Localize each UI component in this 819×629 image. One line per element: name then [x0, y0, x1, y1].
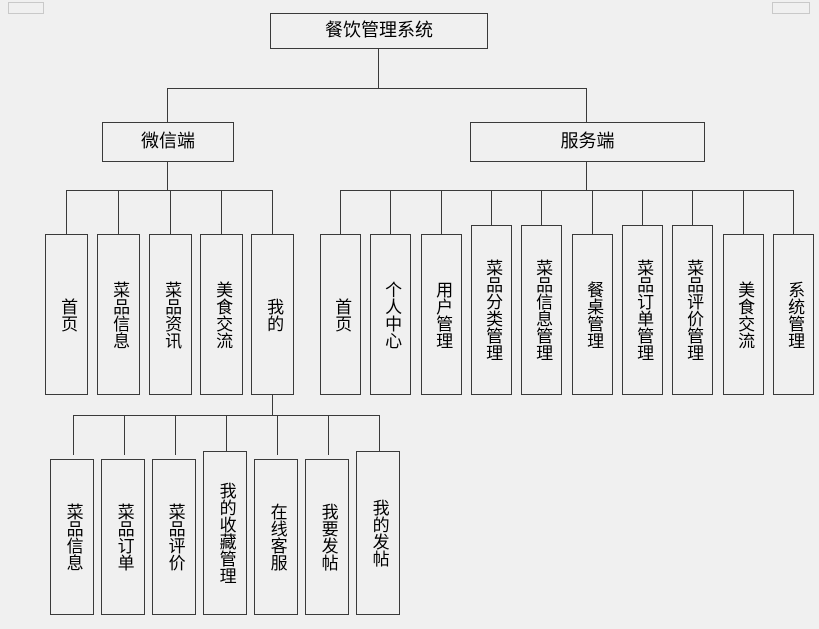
- connector-mine-drop-5: [277, 415, 278, 455]
- connector-server-drop-10: [793, 190, 794, 234]
- connector-wechat-bus: [66, 190, 273, 191]
- node-mine-child-6-label: 我要发帖: [317, 503, 338, 571]
- node-branch-server-label: 服务端: [560, 131, 615, 153]
- connector-wechat-stem: [167, 162, 168, 190]
- node-mine-child-5[interactable]: 在线客服: [254, 459, 298, 615]
- node-wechat-child-3[interactable]: 菜品资讯: [149, 234, 192, 395]
- node-branch-wechat-label: 微信端: [141, 131, 195, 153]
- node-mine-child-3-label: 菜品评价: [164, 503, 185, 571]
- connector-server-drop-6: [592, 190, 593, 234]
- connector-server-drop-8: [692, 190, 693, 234]
- node-server-child-9-label: 美食交流: [734, 280, 755, 349]
- node-server-child-7-label: 菜品订单管理: [633, 259, 654, 361]
- node-server-child-8-label: 菜品评价管理: [683, 259, 704, 361]
- node-server-child-10[interactable]: 系统管理: [773, 234, 814, 395]
- connector-mine-drop-6: [328, 415, 329, 455]
- node-mine-child-1[interactable]: 菜品信息: [50, 459, 94, 615]
- connector-server-bus: [340, 190, 794, 191]
- node-server-child-5-label: 菜品信息管理: [532, 259, 553, 361]
- connector-server-drop-9: [743, 190, 744, 234]
- connector-mine-drop-3: [175, 415, 176, 455]
- node-wechat-child-1-label: 首页: [57, 297, 78, 332]
- connector-server-drop-4: [491, 190, 492, 234]
- node-root[interactable]: 餐饮管理系统: [270, 13, 488, 49]
- node-mine-child-2-label: 菜品订单: [113, 503, 134, 571]
- node-server-child-3[interactable]: 用户管理: [421, 234, 462, 395]
- node-server-child-1[interactable]: 首页: [320, 234, 361, 395]
- node-root-label: 餐饮管理系统: [325, 20, 433, 42]
- connector-mine-drop-1: [73, 415, 74, 455]
- node-server-child-4[interactable]: 菜品分类管理: [471, 225, 512, 395]
- node-server-child-1-label: 首页: [331, 297, 352, 332]
- connector-server-stem: [586, 162, 587, 190]
- node-mine-child-3[interactable]: 菜品评价: [152, 459, 196, 615]
- node-server-child-6-label: 餐桌管理: [583, 280, 604, 349]
- node-server-child-6[interactable]: 餐桌管理: [572, 234, 613, 395]
- node-mine-child-2[interactable]: 菜品订单: [101, 459, 145, 615]
- connector-drop-server: [586, 88, 587, 122]
- crop-mark-top-right: [772, 2, 810, 14]
- node-mine-child-1-label: 菜品信息: [62, 503, 83, 571]
- node-wechat-child-2[interactable]: 菜品信息: [97, 234, 140, 395]
- connector-level1-bus: [167, 88, 587, 89]
- connector-server-drop-2: [390, 190, 391, 234]
- node-branch-server[interactable]: 服务端: [470, 122, 705, 162]
- node-wechat-child-4-label: 美食交流: [212, 280, 233, 349]
- connector-wechat-drop-2: [118, 190, 119, 234]
- node-branch-wechat[interactable]: 微信端: [102, 122, 234, 162]
- node-mine-child-4[interactable]: 我的收藏管理: [203, 451, 247, 615]
- node-mine-child-7-label: 我的发帖: [368, 499, 389, 567]
- node-mine-child-4-label: 我的收藏管理: [215, 482, 236, 584]
- node-server-child-5[interactable]: 菜品信息管理: [521, 225, 562, 395]
- connector-wechat-drop-1: [66, 190, 67, 234]
- connector-wechat-drop-4: [221, 190, 222, 234]
- node-wechat-child-4[interactable]: 美食交流: [200, 234, 243, 395]
- node-wechat-child-5[interactable]: 我的: [251, 234, 294, 395]
- node-wechat-child-1[interactable]: 首页: [45, 234, 88, 395]
- connector-root-stem: [378, 49, 379, 88]
- node-wechat-child-5-label: 我的: [263, 297, 284, 332]
- connector-wechat-drop-5: [272, 190, 273, 234]
- node-server-child-8[interactable]: 菜品评价管理: [672, 225, 713, 395]
- node-server-child-7[interactable]: 菜品订单管理: [622, 225, 663, 395]
- node-wechat-child-2-label: 菜品信息: [109, 280, 130, 349]
- connector-drop-wechat: [167, 88, 168, 122]
- connector-mine-drop-7: [379, 415, 380, 455]
- node-server-child-4-label: 菜品分类管理: [482, 259, 503, 361]
- connector-server-drop-5: [541, 190, 542, 234]
- node-server-child-2-label: 个人中心: [381, 280, 402, 349]
- node-mine-child-7[interactable]: 我的发帖: [356, 451, 400, 615]
- connector-server-drop-3: [441, 190, 442, 234]
- node-server-child-2[interactable]: 个人中心: [370, 234, 411, 395]
- node-server-child-10-label: 系统管理: [784, 280, 805, 349]
- node-server-child-9[interactable]: 美食交流: [723, 234, 764, 395]
- connector-wechat-drop-3: [170, 190, 171, 234]
- connector-mine-drop-4: [226, 415, 227, 455]
- node-mine-child-5-label: 在线客服: [266, 503, 287, 571]
- connector-mine-stem: [272, 395, 273, 415]
- node-mine-child-6[interactable]: 我要发帖: [305, 459, 349, 615]
- node-wechat-child-3-label: 菜品资讯: [161, 280, 182, 349]
- node-server-child-3-label: 用户管理: [432, 280, 453, 349]
- crop-mark-top-left: [8, 2, 44, 14]
- connector-server-drop-1: [340, 190, 341, 234]
- connector-server-drop-7: [642, 190, 643, 234]
- connector-mine-drop-2: [124, 415, 125, 455]
